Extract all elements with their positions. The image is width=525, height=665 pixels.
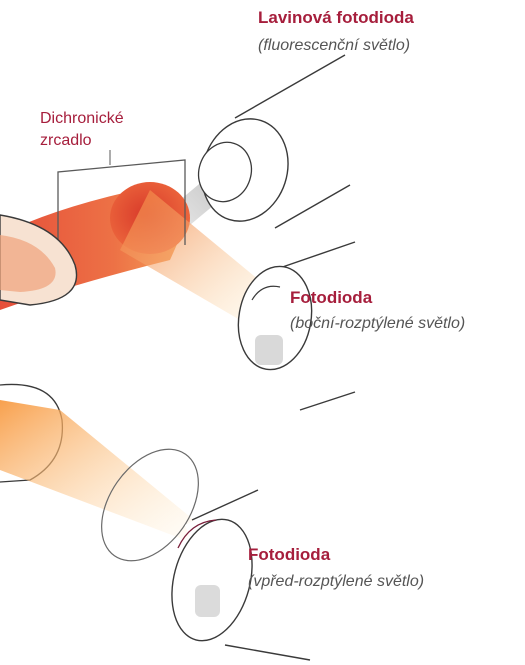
apd-subtitle: (fluorescenční světlo) [258, 36, 410, 55]
avalanche-photodiode [189, 52, 350, 232]
forward-scatter-cone [0, 400, 200, 540]
side-photodiode-subtitle: (boční-rozptýlené světlo) [290, 314, 465, 333]
mirror-label-line1: Dichronické [40, 108, 124, 130]
side-photodiode-title: Fotodioda [290, 288, 372, 308]
apd-title: Lavinová fotodioda [258, 8, 414, 28]
forward-photodiode-title: Fotodioda [248, 545, 330, 565]
forward-photodiode-subtitle: (vpřed-rozptýlené světlo) [248, 572, 424, 591]
mirror-label-line2: zrcadlo [40, 130, 92, 152]
